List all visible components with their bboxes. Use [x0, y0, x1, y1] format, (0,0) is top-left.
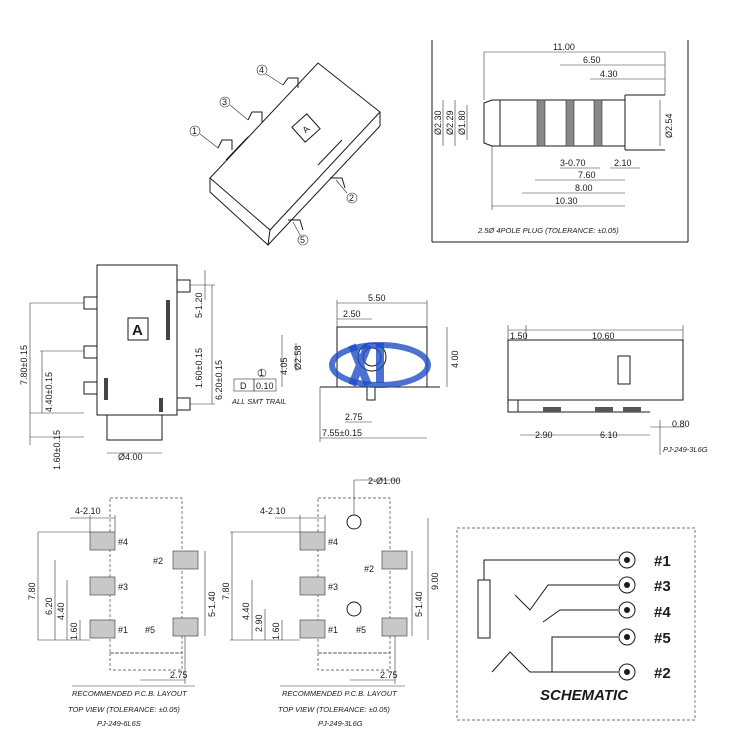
pcb1-pin-5: #5 — [145, 625, 155, 635]
jack-side-view: 5.50 2.50 4.05 Ø2.58 4.00 2.75 7.55±0.15… — [231, 293, 460, 442]
pcb1-dim-2: 6.20 — [44, 597, 54, 615]
pcb1-dim-0: 4-2.10 — [75, 506, 101, 516]
side-dim-4: 4.00 — [450, 350, 460, 368]
side-dim-5: 2.75 — [345, 412, 363, 422]
iso-pin-3: 3 — [222, 97, 227, 107]
iso-pin-1: 1 — [192, 126, 197, 136]
plug-drawing: 11.00 6.50 4.30 3-0.70 2.10 7.60 8.00 10… — [431, 40, 689, 243]
pcb1-pin-2: #2 — [153, 556, 163, 566]
pcb1-caption: RECOMMENDED P.C.B. LAYOUT — [72, 689, 188, 698]
pcb2-view: TOP VIEW (TOLERANCE: ±0.05) — [278, 705, 390, 714]
side-dim-2: 4.05 — [279, 357, 289, 375]
pcb-layout-2: #4 #2 #3 #1 #5 2-Ø1.00 4-2.10 7.80 4.40 … — [221, 476, 440, 728]
jack-right-view: 1.50 10.60 0.80 2.90 6.10 PJ-249-3L6G — [507, 325, 708, 455]
pcb1-dim-3: 4.40 — [56, 602, 66, 620]
right-model: PJ-249-3L6G — [663, 445, 708, 454]
pcb2-dim-6: 5-1.40 — [414, 591, 424, 617]
pcb2-dim-3: 4.40 — [241, 602, 251, 620]
plug-diam-1: Ø2.29 — [445, 110, 455, 135]
pcb1-view: TOP VIEW (TOLERANCE: ±0.05) — [68, 705, 180, 714]
pcb2-dim-7: 9.00 — [430, 572, 440, 590]
pcb2-dim-2: 7.80 — [221, 582, 231, 600]
pcb2-pin-3: #3 — [328, 582, 338, 592]
pcb2-dim-4: 2.90 — [254, 614, 264, 632]
plug-diam-0: Ø2.30 — [433, 110, 443, 135]
smt-legend: D 1 0.10 ALL SMT TRAIL — [231, 368, 286, 406]
plug-dim-7: 10.30 — [555, 196, 578, 206]
plug-dim-0: 11.00 — [553, 42, 575, 52]
side-dim-1: 2.50 — [343, 309, 361, 319]
side-dim-3: Ø2.58 — [293, 345, 303, 370]
plug-diam-3: Ø2.54 — [664, 113, 674, 138]
pcb1-pin-1: #1 — [118, 625, 128, 635]
right-dim-0: 1.50 — [510, 331, 528, 341]
right-dim-1: 10.60 — [592, 331, 615, 341]
schem-pin-5: #5 — [654, 630, 671, 647]
watermark-logo — [329, 342, 431, 388]
pcb1-pin-3: #3 — [118, 582, 128, 592]
side-dim-0: 5.50 — [368, 293, 386, 303]
front-dim-4: 1.60±0.15 — [194, 348, 204, 388]
jack-front-view: A 7.80±0.15 4.40±0.15 1.60±0.15 5-1.20 1… — [19, 264, 224, 470]
front-dim-5: 6.20±0.15 — [214, 360, 224, 400]
iso-pins — [217, 77, 346, 231]
front-dim-2: 1.60±0.15 — [52, 430, 62, 470]
pcb2-dim-0: 2-Ø1.00 — [368, 476, 401, 486]
right-dim-4: 6.10 — [600, 430, 618, 440]
front-dim-6: Ø4.00 — [118, 452, 143, 462]
schematic-title: SCHEMATIC — [540, 687, 629, 704]
front-dim-1: 4.40±0.15 — [44, 372, 54, 412]
legend-value: 0.10 — [256, 381, 274, 391]
right-dim-2: 0.80 — [672, 419, 690, 429]
iso-pin-4: 4 — [259, 65, 264, 75]
pcb2-pin-4: #4 — [328, 537, 338, 547]
schem-pin-2: #2 — [654, 665, 671, 682]
front-mark: A — [132, 322, 143, 339]
front-dim-3: 5-1.20 — [194, 292, 204, 318]
pcb1-dim-1: 7.80 — [27, 582, 37, 600]
plug-dim-2: 4.30 — [600, 69, 618, 79]
front-dim-0: 7.80±0.15 — [19, 345, 29, 385]
smt-note: ALL SMT TRAIL — [231, 397, 286, 406]
pcb1-model: PJ-249-6L6S — [97, 719, 141, 728]
legend-letter: D — [240, 381, 247, 391]
schem-pin-3: #3 — [654, 578, 671, 595]
pcb2-pin-1: #1 — [328, 625, 338, 635]
plug-dim-5: 7.60 — [578, 170, 596, 180]
pcb2-pin-5: #5 — [356, 625, 366, 635]
iso-mark: A — [300, 124, 311, 135]
schem-pin-1: #1 — [654, 553, 671, 570]
pcb1-dim-5: 5-1.40 — [207, 591, 217, 617]
plug-dim-6: 8.00 — [575, 183, 593, 193]
pcb2-dim-8: 2.75 — [380, 670, 398, 680]
jack-isometric-view: A 4 3 1 2 5 — [189, 62, 381, 247]
pcb1-dim-4: 1.60 — [69, 622, 79, 640]
plug-caption: 2.5Ø 4POLE PLUG (TOLERANCE: ±0.05) — [477, 226, 619, 235]
pcb2-caption: RECOMMENDED P.C.B. LAYOUT — [282, 689, 398, 698]
schem-pin-4: #4 — [654, 604, 671, 621]
side-dim-6: 7.55±0.15 — [322, 428, 362, 438]
plug-dim-1: 6.50 — [583, 55, 601, 65]
plug-dim-3: 3-0.70 — [560, 158, 586, 168]
pcb2-pin-2: #2 — [364, 564, 374, 574]
plug-dim-4: 2.10 — [614, 158, 632, 168]
pcb1-dim-6: 2.75 — [170, 670, 188, 680]
legend-number: 1 — [259, 368, 264, 378]
pcb2-dim-1: 4-2.10 — [260, 506, 286, 516]
plug-diam-2: Ø1.80 — [457, 110, 467, 135]
pcb-layout-1: #4 #2 #3 #1 #5 4-2.10 7.80 6.20 4.40 1.6… — [27, 497, 217, 728]
pcb2-dim-5: 1.60 — [271, 622, 281, 640]
pcb2-model: PJ-249-3L6G — [318, 719, 363, 728]
right-dim-3: 2.90 — [535, 430, 553, 440]
iso-pin-5: 5 — [300, 235, 305, 245]
schematic: #1 #3 #4 #5 #2 SCHEMATIC — [456, 527, 696, 721]
iso-pin-2: 2 — [349, 193, 354, 203]
pcb1-pin-4: #4 — [118, 537, 128, 547]
